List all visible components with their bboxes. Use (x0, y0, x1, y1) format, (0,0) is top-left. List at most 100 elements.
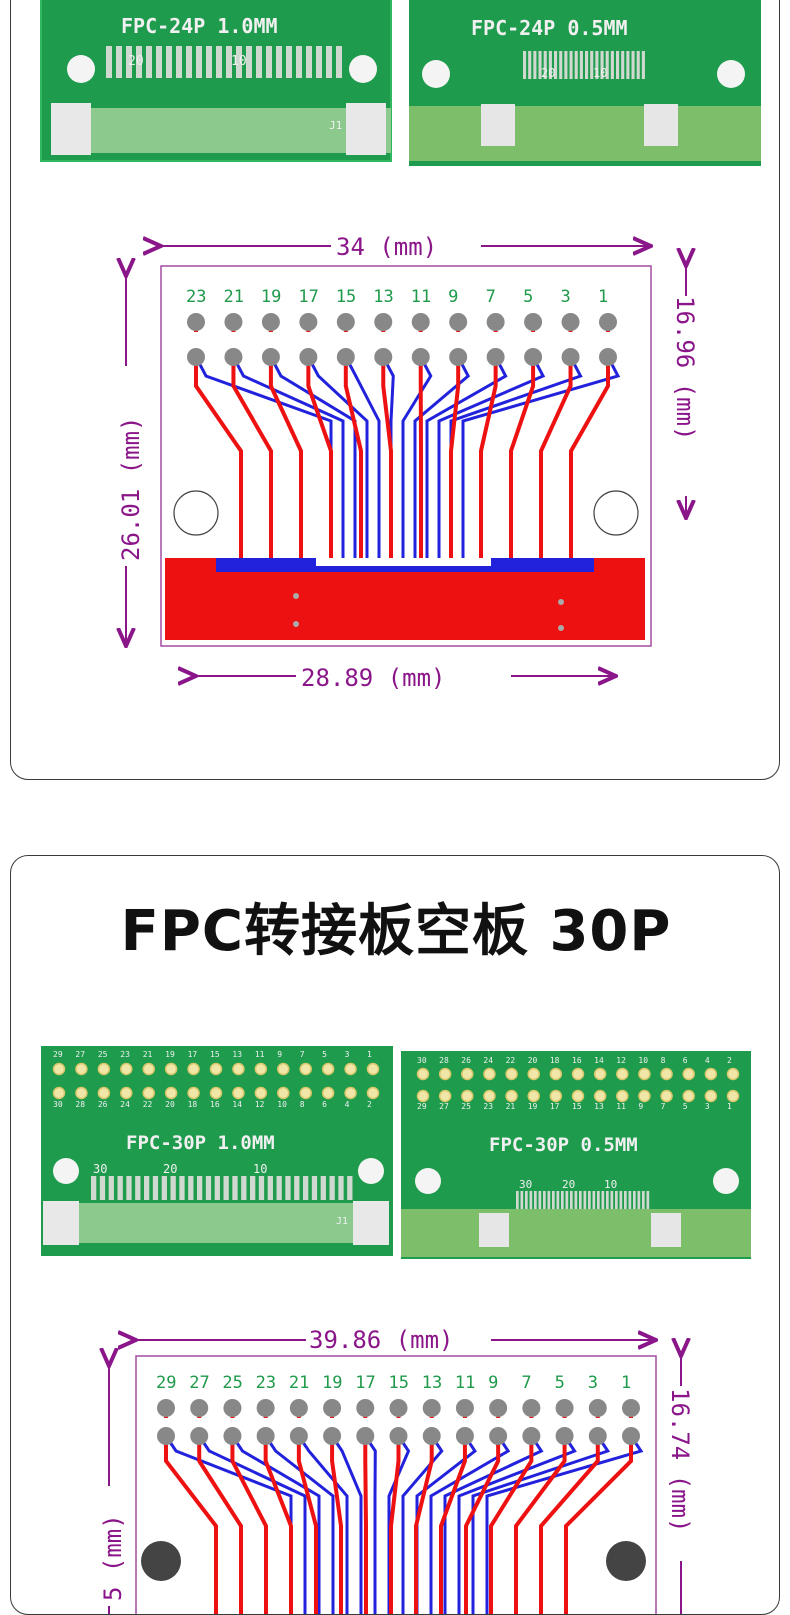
pin-label: 9 (277, 1050, 282, 1059)
pin-label: 19 (165, 1050, 175, 1059)
gold-finger (621, 51, 624, 79)
pin-mark: 20 (163, 1162, 177, 1176)
pin-label: 19 (528, 1102, 538, 1111)
pad (489, 1427, 507, 1445)
gold-finger (533, 51, 536, 79)
pin-hole (528, 1091, 539, 1102)
gold-finger (294, 1176, 299, 1200)
pin-hole (345, 1064, 356, 1075)
pin-hole (233, 1088, 244, 1099)
pin-label: 22 (143, 1100, 153, 1109)
pad (337, 313, 355, 331)
gold-finger (321, 1176, 326, 1200)
pin-hole (255, 1064, 266, 1075)
gold-finger (162, 1176, 167, 1200)
pin-number: 21 (223, 287, 243, 307)
pin-label: 5 (322, 1050, 327, 1059)
gold-finger (206, 1176, 211, 1200)
pin-number: 27 (189, 1373, 209, 1393)
pin-hole (484, 1069, 495, 1080)
gold-finger (584, 1191, 587, 1209)
pad (449, 313, 467, 331)
pin-mark: 20 (128, 54, 144, 69)
pad (456, 1427, 474, 1445)
pad (323, 1427, 341, 1445)
pin-label: 29 (417, 1102, 427, 1111)
pin-hole (54, 1064, 65, 1075)
pin-label: 11 (616, 1102, 626, 1111)
gold-finger (543, 1191, 546, 1209)
gold-finger (241, 1176, 246, 1200)
pad (290, 1399, 308, 1417)
height-label: 26.01 (mm) (117, 417, 145, 562)
pad (390, 1427, 408, 1445)
pin-label: 24 (120, 1100, 130, 1109)
gold-finger (534, 1191, 537, 1209)
gold-finger (216, 46, 222, 78)
left-label: 5 (mm) (99, 1514, 127, 1601)
pin-label: 20 (165, 1100, 175, 1109)
pad (489, 1399, 507, 1417)
gold-finger (638, 1191, 641, 1209)
pin-label: 30 (53, 1100, 63, 1109)
pad (299, 313, 317, 331)
pin-number: 7 (486, 287, 496, 307)
pin-label: 5 (683, 1102, 688, 1111)
pin-hole (300, 1064, 311, 1075)
gold-finger (615, 1191, 618, 1209)
pin-hole (188, 1064, 199, 1075)
pin-hole (418, 1069, 429, 1080)
gold-finger (530, 1191, 533, 1209)
pin-hole (661, 1069, 672, 1080)
gold-finger (316, 46, 322, 78)
gold-finger (100, 1176, 105, 1200)
photo-24p-boards: FPC-24P 1.0MM 20 10 J1 FPC-24P 0.5MM 20 … (11, 0, 780, 231)
pin-hole (166, 1088, 177, 1099)
pin-label: 26 (98, 1100, 108, 1109)
pad (224, 313, 242, 331)
gold-finger (176, 46, 182, 78)
gold-finger (232, 1176, 237, 1200)
gold-finger (597, 1191, 600, 1209)
gold-finger (570, 51, 573, 79)
gold-finger (276, 46, 282, 78)
product-card-24p: FPC-24P 1.0MM 20 10 J1 FPC-24P 0.5MM 20 … (10, 0, 780, 780)
gold-finger (528, 51, 531, 79)
pin-number: 11 (411, 287, 431, 307)
pin-label: 16 (210, 1100, 220, 1109)
pad (257, 1399, 275, 1417)
pin-label: 3 (345, 1050, 350, 1059)
pin-hole (440, 1091, 451, 1102)
gold-finger (146, 46, 152, 78)
pin-label: 22 (506, 1056, 516, 1065)
pin-number: 3 (588, 1373, 598, 1393)
board-a-label: FPC-30P 1.0MM (126, 1132, 275, 1154)
pin-label: 16 (572, 1056, 582, 1065)
gold-finger (197, 1176, 202, 1200)
gold-finger (629, 1191, 632, 1209)
pad (449, 348, 467, 366)
pad (390, 1399, 408, 1417)
gold-finger (525, 1191, 528, 1209)
pin-label: 29 (53, 1050, 63, 1059)
gold-finger (611, 1191, 614, 1209)
pin-number: 1 (621, 1373, 631, 1393)
pad (423, 1427, 441, 1445)
pin-number: 17 (298, 287, 318, 307)
pin-hole (705, 1069, 716, 1080)
pad (262, 313, 280, 331)
board-24p-1mm: FPC-24P 1.0MM 20 10 J1 (41, 0, 391, 161)
gold-finger (153, 1176, 158, 1200)
pin-number: 21 (289, 1373, 309, 1393)
pin-label: 6 (683, 1056, 688, 1065)
pad (599, 348, 617, 366)
gold-finger (616, 51, 619, 79)
gold-finger (561, 1191, 564, 1209)
gold-finger (642, 1191, 645, 1209)
pad (187, 313, 205, 331)
pin-hole (255, 1088, 266, 1099)
gold-finger (312, 1176, 317, 1200)
pin-number: 29 (156, 1373, 176, 1393)
pad (262, 348, 280, 366)
gold-finger (579, 1191, 582, 1209)
